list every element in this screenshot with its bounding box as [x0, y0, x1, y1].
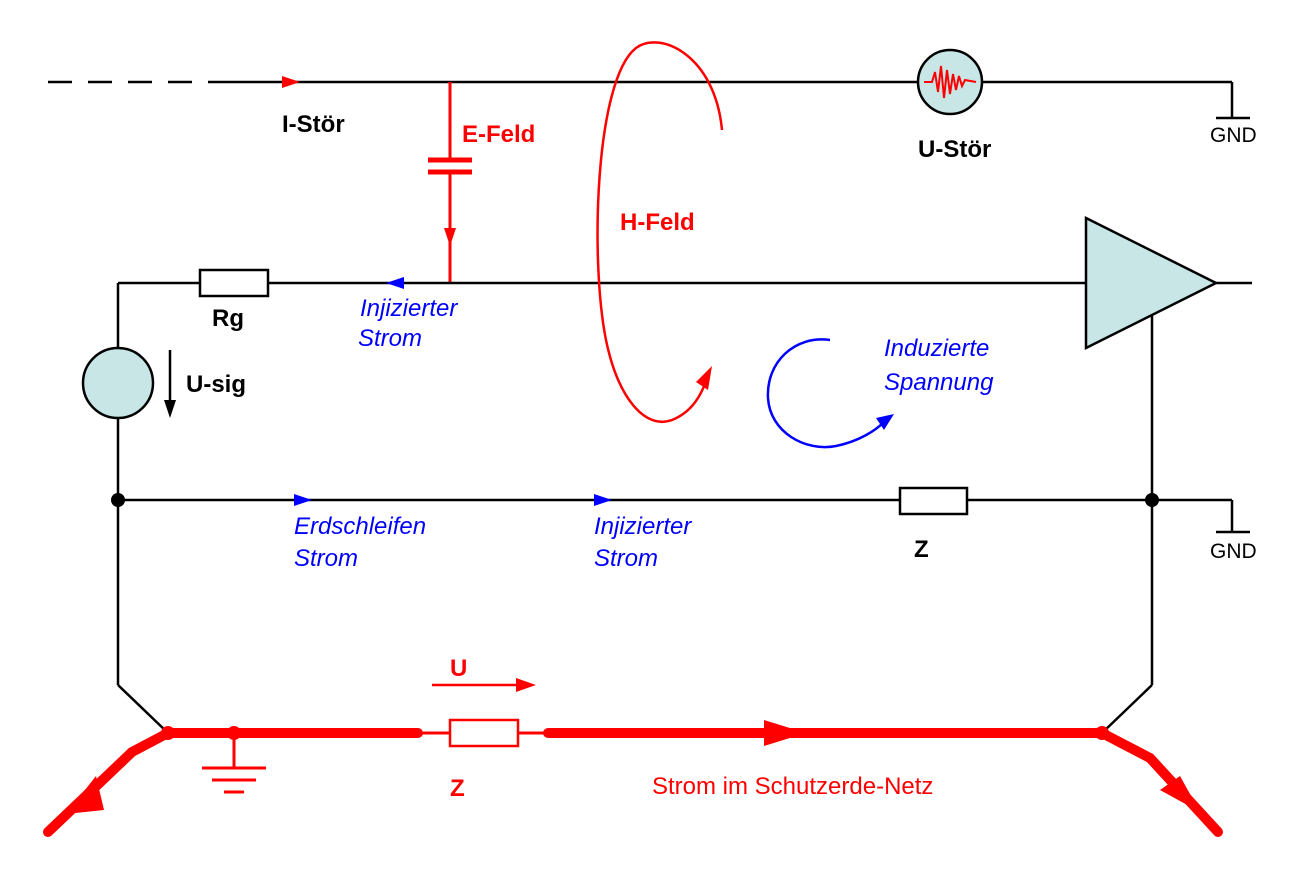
injizierter-strom-bottom-line2: Strom	[594, 545, 658, 572]
amplifier-triangle-icon	[1084, 215, 1219, 351]
junction-dot	[1145, 493, 1159, 507]
junction-dot	[111, 493, 125, 507]
protective-earth-network	[43, 720, 1223, 837]
junction-dot	[161, 726, 175, 740]
current-arrow-icon	[386, 277, 404, 289]
injizierter-strom-top-line1: Injizierter	[360, 295, 458, 322]
ground-loop-line	[111, 493, 1234, 532]
z-resistor-bottom	[448, 718, 520, 748]
gnd-label-right: GND	[1210, 540, 1257, 563]
z-bottom-label: Z	[450, 775, 465, 802]
e-feld-label: E-Feld	[462, 121, 535, 148]
i-stoer-label: I-Stör	[282, 111, 345, 138]
u-arrow	[432, 678, 536, 692]
voltage-source-icon	[81, 346, 155, 420]
rg-resistor	[198, 268, 270, 298]
rg-label: Rg	[212, 305, 244, 332]
u-stoer-label: U-Stör	[918, 136, 991, 163]
arrow-icon	[1160, 776, 1200, 812]
noise-source-icon	[916, 48, 984, 116]
interference-line	[48, 76, 1234, 118]
arrow-icon	[876, 414, 894, 430]
induzierte-spannung-line2: Spannung	[884, 369, 994, 396]
arrow-icon	[764, 720, 806, 746]
u-bottom-label: U	[450, 655, 467, 682]
z-upper-label: Z	[914, 536, 929, 563]
induced-voltage-loop	[766, 338, 894, 449]
arrow-icon	[696, 366, 712, 390]
ground-icon	[202, 733, 266, 794]
gnd-label-top: GND	[1210, 124, 1257, 147]
arrow-down-icon	[444, 228, 456, 246]
capacitor-icon	[428, 157, 472, 175]
capacitive-coupling	[428, 82, 472, 282]
schutzerde-label: Strom im Schutzerde-Netz	[652, 773, 933, 800]
signal-line	[116, 281, 1252, 734]
injizierter-strom-top-line2: Strom	[358, 325, 422, 352]
junction-dot	[1095, 726, 1109, 740]
z-resistor-upper	[898, 486, 969, 516]
u-sig-label: U-sig	[186, 371, 246, 398]
erdschleifen-line1: Erdschleifen	[294, 513, 426, 540]
current-arrow-icon	[594, 494, 612, 506]
erdschleifen-line2: Strom	[294, 545, 358, 572]
current-arrow-icon	[282, 76, 300, 88]
current-arrow-icon	[294, 494, 312, 506]
amplifier-ground-diagonal	[1101, 684, 1153, 734]
injizierter-strom-bottom-line1: Injizierter	[594, 513, 692, 540]
arrow-icon	[66, 776, 104, 814]
u-sig-arrow	[164, 350, 176, 418]
h-field-loop	[596, 41, 724, 423]
h-feld-label: H-Feld	[620, 209, 695, 236]
induzierte-spannung-line1: Induzierte	[884, 335, 989, 362]
